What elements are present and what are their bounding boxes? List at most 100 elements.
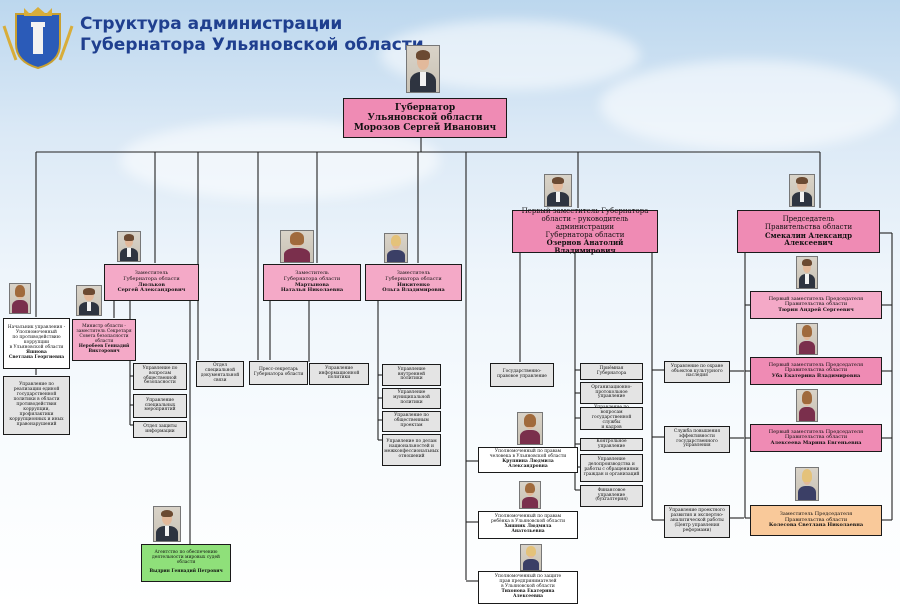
text: наследия: [686, 373, 708, 379]
text: политики: [400, 399, 423, 405]
text: связи: [213, 377, 227, 383]
text: Заместитель Председателя: [779, 511, 853, 518]
text: Пресс-секретарь: [258, 367, 299, 373]
text: делопроизводства и: [588, 462, 635, 468]
text: Первый заместитель Председателя: [768, 428, 864, 435]
text: Никитенко: [397, 281, 430, 288]
governor-photo-icon: [406, 45, 440, 93]
text: информационной: [318, 370, 360, 376]
text: правовое управление: [497, 374, 547, 379]
text: Председатель: [782, 214, 835, 223]
text: отношений: [398, 453, 425, 459]
text: Совета безопасности: [79, 334, 129, 340]
text: Первый заместитель Председателя: [768, 295, 864, 302]
text: ребёнка в Ульяновской области: [490, 519, 566, 525]
text: Губернатора области: [253, 372, 304, 377]
text: Заместитель: [295, 270, 329, 277]
nikitenko-photo-icon: [384, 233, 408, 263]
text: реформами): [682, 527, 712, 533]
text: политики: [400, 376, 423, 382]
text: Алексеева Марина Евгеньевна: [770, 439, 862, 446]
text: Первый заместитель Губернатора: [521, 207, 649, 216]
text: проектам: [400, 422, 423, 428]
text: коррупции: [23, 340, 50, 346]
martynova-photo-icon: [280, 230, 314, 263]
text: Ольга Владимировна: [382, 287, 445, 294]
text: управления: [683, 443, 711, 449]
coat-of-arms-icon: [2, 7, 74, 70]
text: деятельности мировых судей: [152, 554, 220, 560]
text: Правительства области: [784, 434, 848, 441]
text: в Ульяновской области: [501, 584, 555, 590]
text: Александровна: [508, 463, 548, 469]
uba-photo-icon: [796, 323, 818, 355]
text: области: [176, 559, 196, 565]
text: развития и экспертно-: [670, 513, 724, 519]
text: Управление по вопросам: [594, 405, 629, 416]
text: национальностей и: [389, 444, 434, 450]
text: Правительства области: [784, 367, 848, 374]
text: противодействия: [16, 402, 57, 408]
text: Агентство по обеспечению: [154, 549, 218, 555]
lyulkov-photo-icon: [117, 231, 141, 262]
text: политики в области: [13, 397, 60, 403]
governor-line-3: Морозов Сергей Иванович: [353, 123, 497, 134]
text: Викторович: [88, 348, 120, 354]
text: Губернатора области: [385, 275, 442, 282]
text: и кадров: [601, 424, 622, 430]
text: Управление: [397, 390, 426, 396]
text: Управление: [146, 397, 174, 403]
text: Управление: [325, 365, 353, 371]
text: Уполномоченный по защите: [494, 574, 562, 580]
text: информации: [145, 428, 175, 434]
text: области: [94, 339, 114, 344]
text: прав предпринимателей: [499, 579, 557, 585]
text: граждан и организаций: [583, 471, 640, 477]
tyurin-photo-icon: [796, 256, 818, 289]
text: протокольное: [595, 389, 628, 395]
text: Финансовое: [597, 487, 626, 493]
text: Губернатора области: [545, 230, 625, 239]
text: Алексеевна: [512, 593, 543, 599]
tikhonova-photo-icon: [520, 544, 542, 571]
nerobeev-photo-icon: [76, 285, 102, 316]
text: Управление по охране: [670, 363, 724, 369]
title-line-1: Структура администрации: [80, 14, 343, 34]
governor-line-1: Губернатор: [394, 102, 456, 113]
text: Заместитель: [396, 270, 431, 277]
text: коррупции,: [23, 406, 50, 412]
text: объектов культурного: [671, 368, 723, 374]
text: Министр области -: [82, 324, 126, 330]
text: Контрольное управление: [596, 438, 627, 449]
text: Уполномоченный: [16, 330, 57, 336]
koleso-photo-icon: [795, 467, 819, 501]
title-line-2: Губернатора Ульяновской области: [80, 35, 424, 55]
text: человека в Ульяновской области: [489, 454, 567, 460]
text: Управление: [597, 457, 626, 463]
text: муниципальной: [393, 395, 430, 401]
text: Приёмная: [599, 365, 624, 371]
text: коррупционных и иных: [9, 416, 64, 422]
text: Уполномоченный по правам: [494, 449, 562, 455]
text: Колесова Светлана Николаевна: [768, 522, 864, 529]
text: Государственно-: [502, 369, 542, 375]
text: эффективности: [679, 433, 715, 439]
text: Правительства области: [784, 516, 848, 523]
text: Организационно-: [591, 384, 632, 390]
